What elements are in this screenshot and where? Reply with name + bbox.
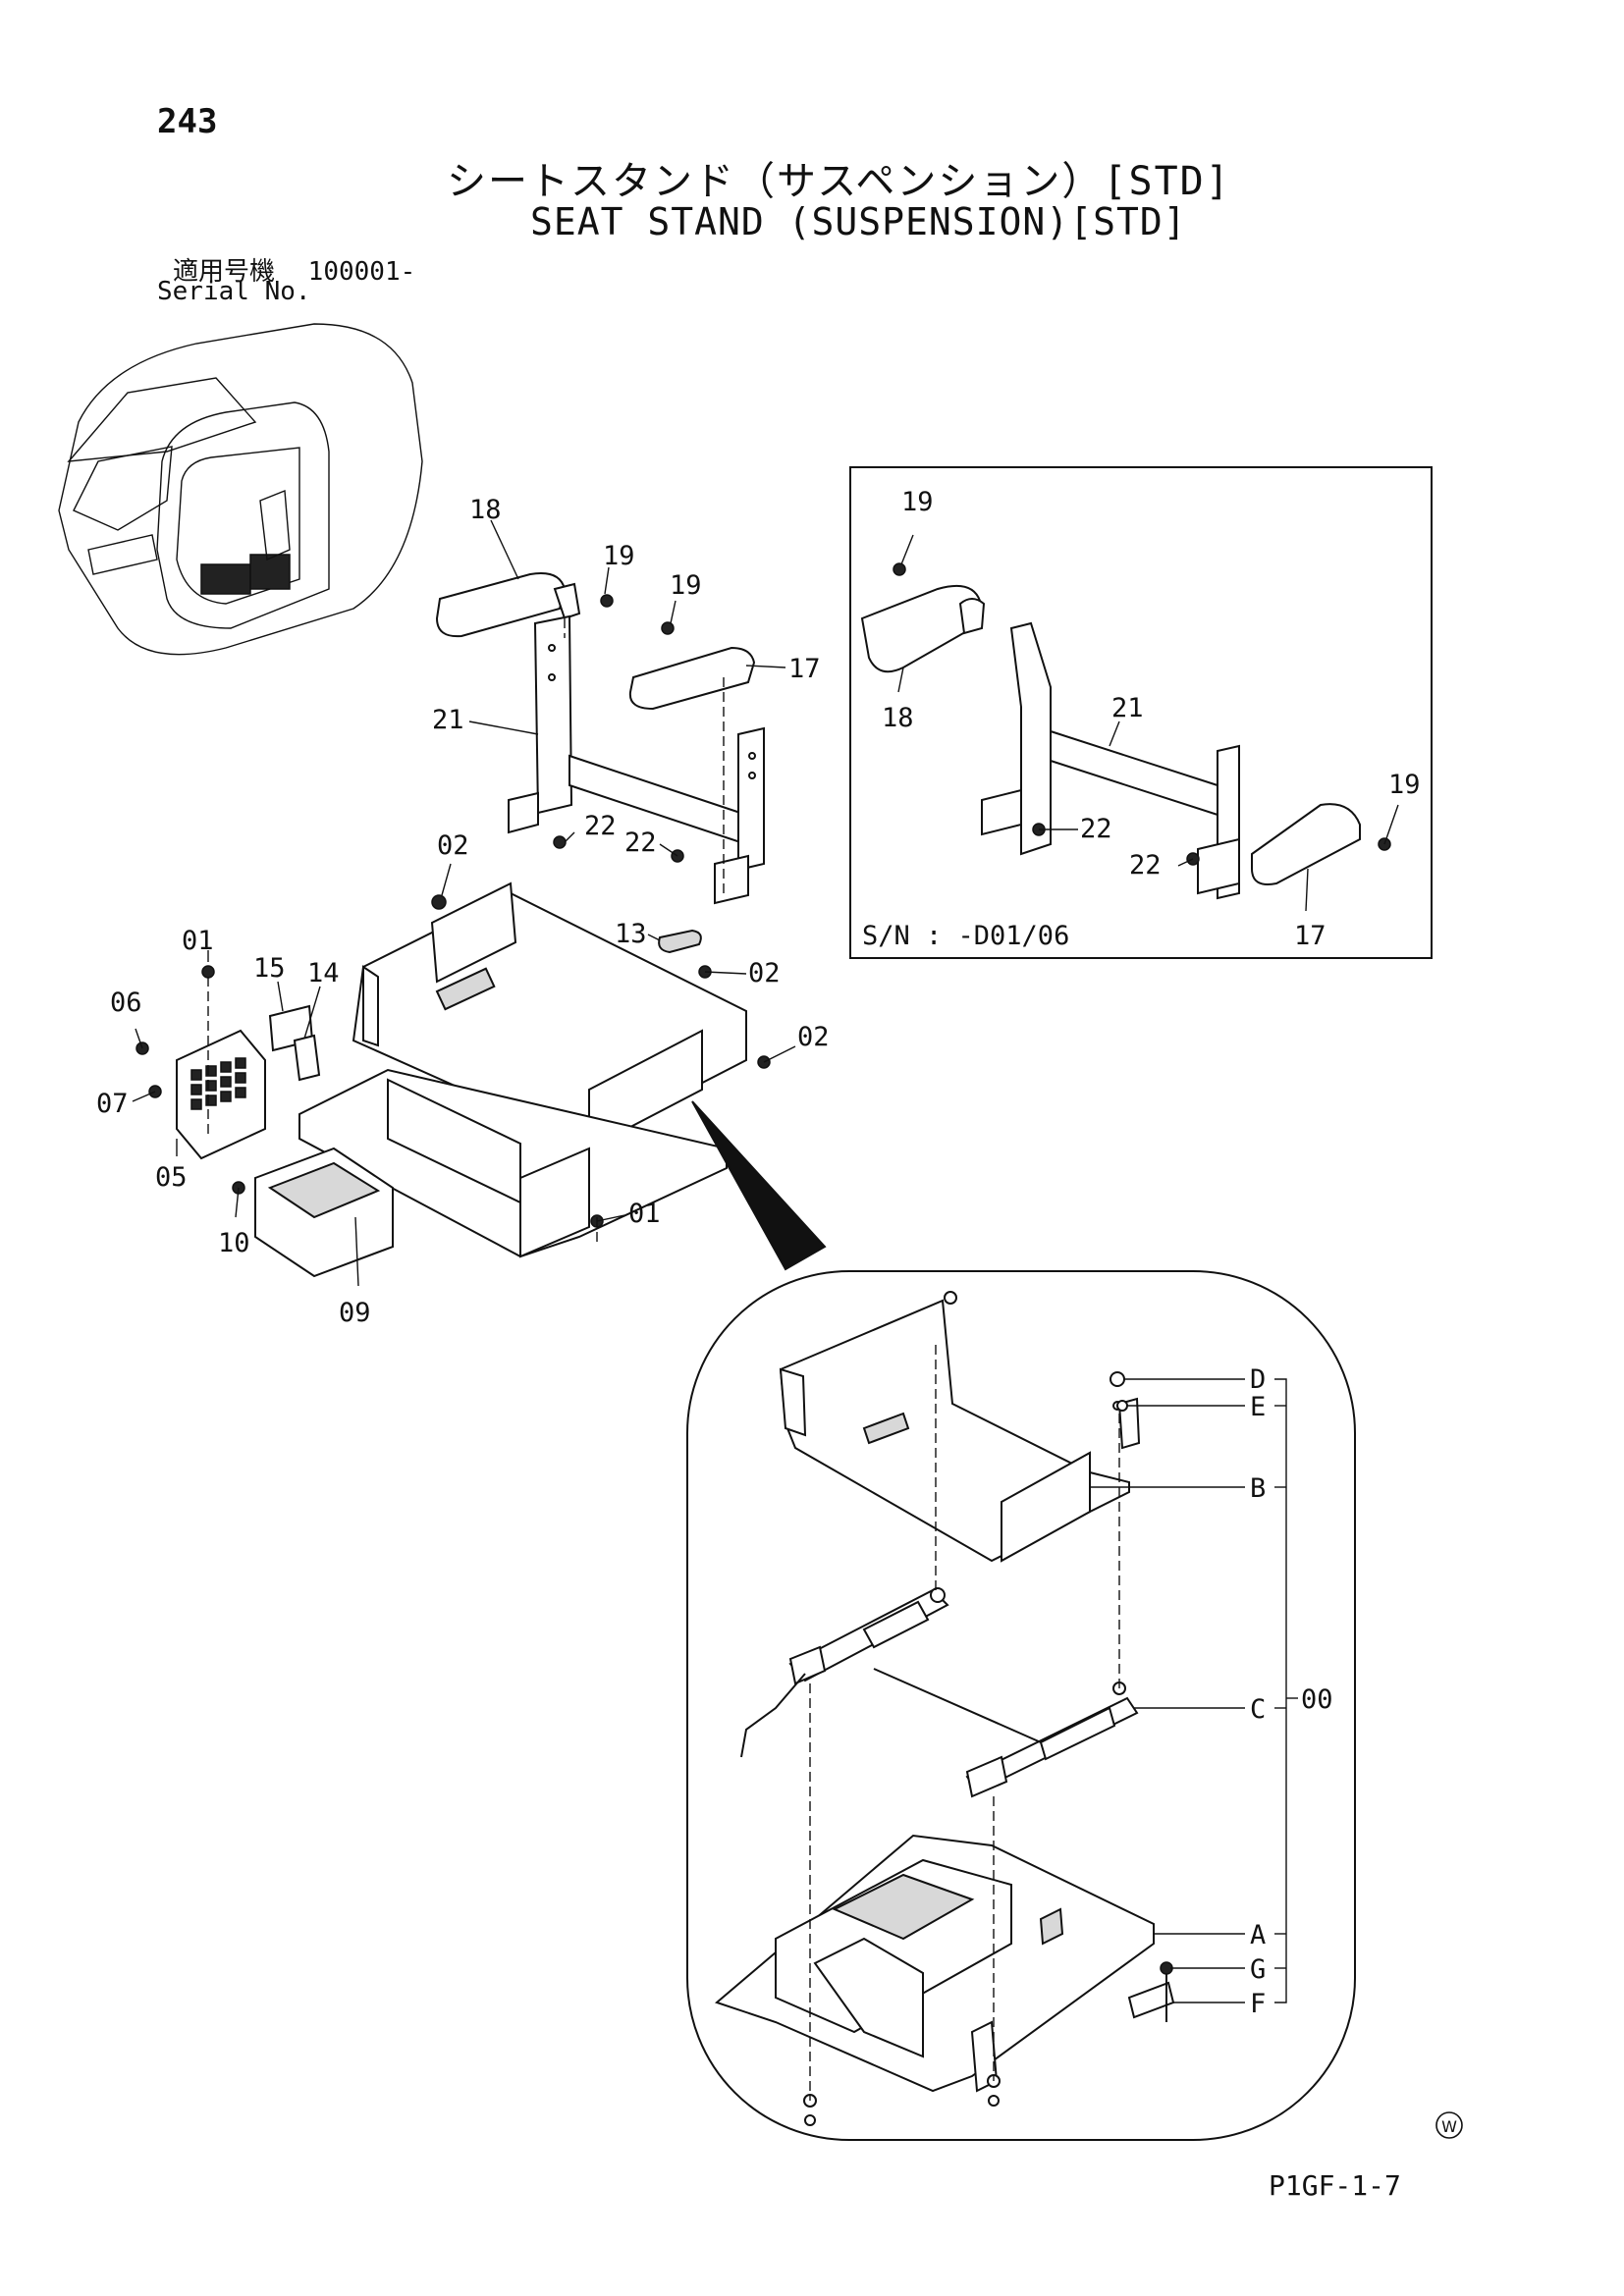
- callout-02: 02: [797, 1022, 830, 1052]
- serial-label-japanese: 適用号機: [173, 257, 276, 287]
- detail-callout-G: G: [1250, 1954, 1266, 1985]
- inset-border: [849, 466, 1433, 959]
- serial-label-english: Serial No.: [157, 277, 311, 306]
- serial-inset-box: 19 18 21 22 22 19 17 S/N : -D01/06: [849, 466, 1433, 959]
- watermark-letter: W: [1441, 2117, 1457, 2136]
- detail-border: [686, 1270, 1356, 2141]
- callout-01: 01: [182, 926, 214, 956]
- armrest-right: [628, 646, 756, 711]
- watermark-mark: W: [1435, 2111, 1463, 2139]
- main-exploded-view: [132, 519, 827, 1287]
- callout-18: 18: [469, 495, 502, 525]
- callout-02: 02: [437, 830, 469, 861]
- detail-callout-C: C: [1250, 1694, 1266, 1725]
- drawing-code: P1GF-1-7: [1269, 2169, 1401, 2202]
- callout-15: 15: [253, 953, 286, 984]
- callout-05: 05: [155, 1162, 188, 1193]
- detail-callout-B: B: [1250, 1473, 1266, 1504]
- callout-10: 10: [218, 1228, 250, 1258]
- inset-callout-19: 19: [1388, 770, 1421, 800]
- serial-value: 100001-: [307, 257, 416, 287]
- inset-armrest-right: [1251, 803, 1361, 885]
- callout-06: 06: [110, 988, 142, 1018]
- callout-02: 02: [748, 958, 781, 988]
- detail-callout-A: A: [1250, 1920, 1266, 1950]
- page-title-english: SEAT STAND (SUSPENSION)[STD]: [530, 200, 1187, 243]
- excavator-cab-overview: [58, 323, 423, 656]
- callout-14: 14: [307, 958, 340, 988]
- callout-22: 22: [584, 811, 617, 841]
- inset-callout-21: 21: [1111, 693, 1144, 723]
- switch-grid: [190, 1057, 246, 1110]
- callout-19: 19: [670, 570, 702, 601]
- armrest-left: [435, 572, 567, 638]
- inset-serial-note: S/N : -D01/06: [862, 921, 1069, 951]
- detail-callout-D: D: [1250, 1364, 1266, 1395]
- page-title-japanese: シートスタンド（サスペンション）[STD]: [447, 159, 1231, 204]
- inset-callout-17: 17: [1294, 921, 1326, 951]
- callout-17: 17: [788, 654, 821, 684]
- callout-21: 21: [432, 705, 464, 735]
- inset-callout-22: 22: [1080, 814, 1112, 844]
- callout-13: 13: [615, 919, 647, 949]
- callout-09: 09: [339, 1298, 371, 1328]
- serial-applicability: 適用号機 100001-: [173, 251, 415, 288]
- inset-armrest-left: [860, 585, 982, 673]
- inset-callout-18: 18: [882, 703, 914, 733]
- detail-pointer-arrow: [691, 1100, 827, 1271]
- callout-22: 22: [624, 828, 657, 858]
- cover-plate: [658, 929, 702, 954]
- main-callouts: 18 19 19 17 21 22 22 02 02 02 13 01 15 1…: [96, 495, 830, 1328]
- page-number: 243: [157, 102, 218, 141]
- detail-callout-F: F: [1250, 1989, 1266, 2019]
- armrest-stay: [533, 614, 573, 815]
- detail-view: D E B C A G F 00: [686, 1270, 1356, 2141]
- detail-callout-assembly-00: 00: [1301, 1684, 1333, 1715]
- leader-lines: [132, 519, 796, 1287]
- detail-callout-E: E: [1250, 1392, 1266, 1422]
- inset-callout-19: 19: [901, 487, 934, 517]
- bolts: [135, 594, 771, 1228]
- callout-19: 19: [603, 541, 635, 571]
- detail-upper-plate-B: [779, 1299, 1130, 1563]
- callout-01: 01: [628, 1199, 661, 1229]
- callout-07: 07: [96, 1089, 129, 1119]
- inset-callout-22: 22: [1129, 850, 1162, 881]
